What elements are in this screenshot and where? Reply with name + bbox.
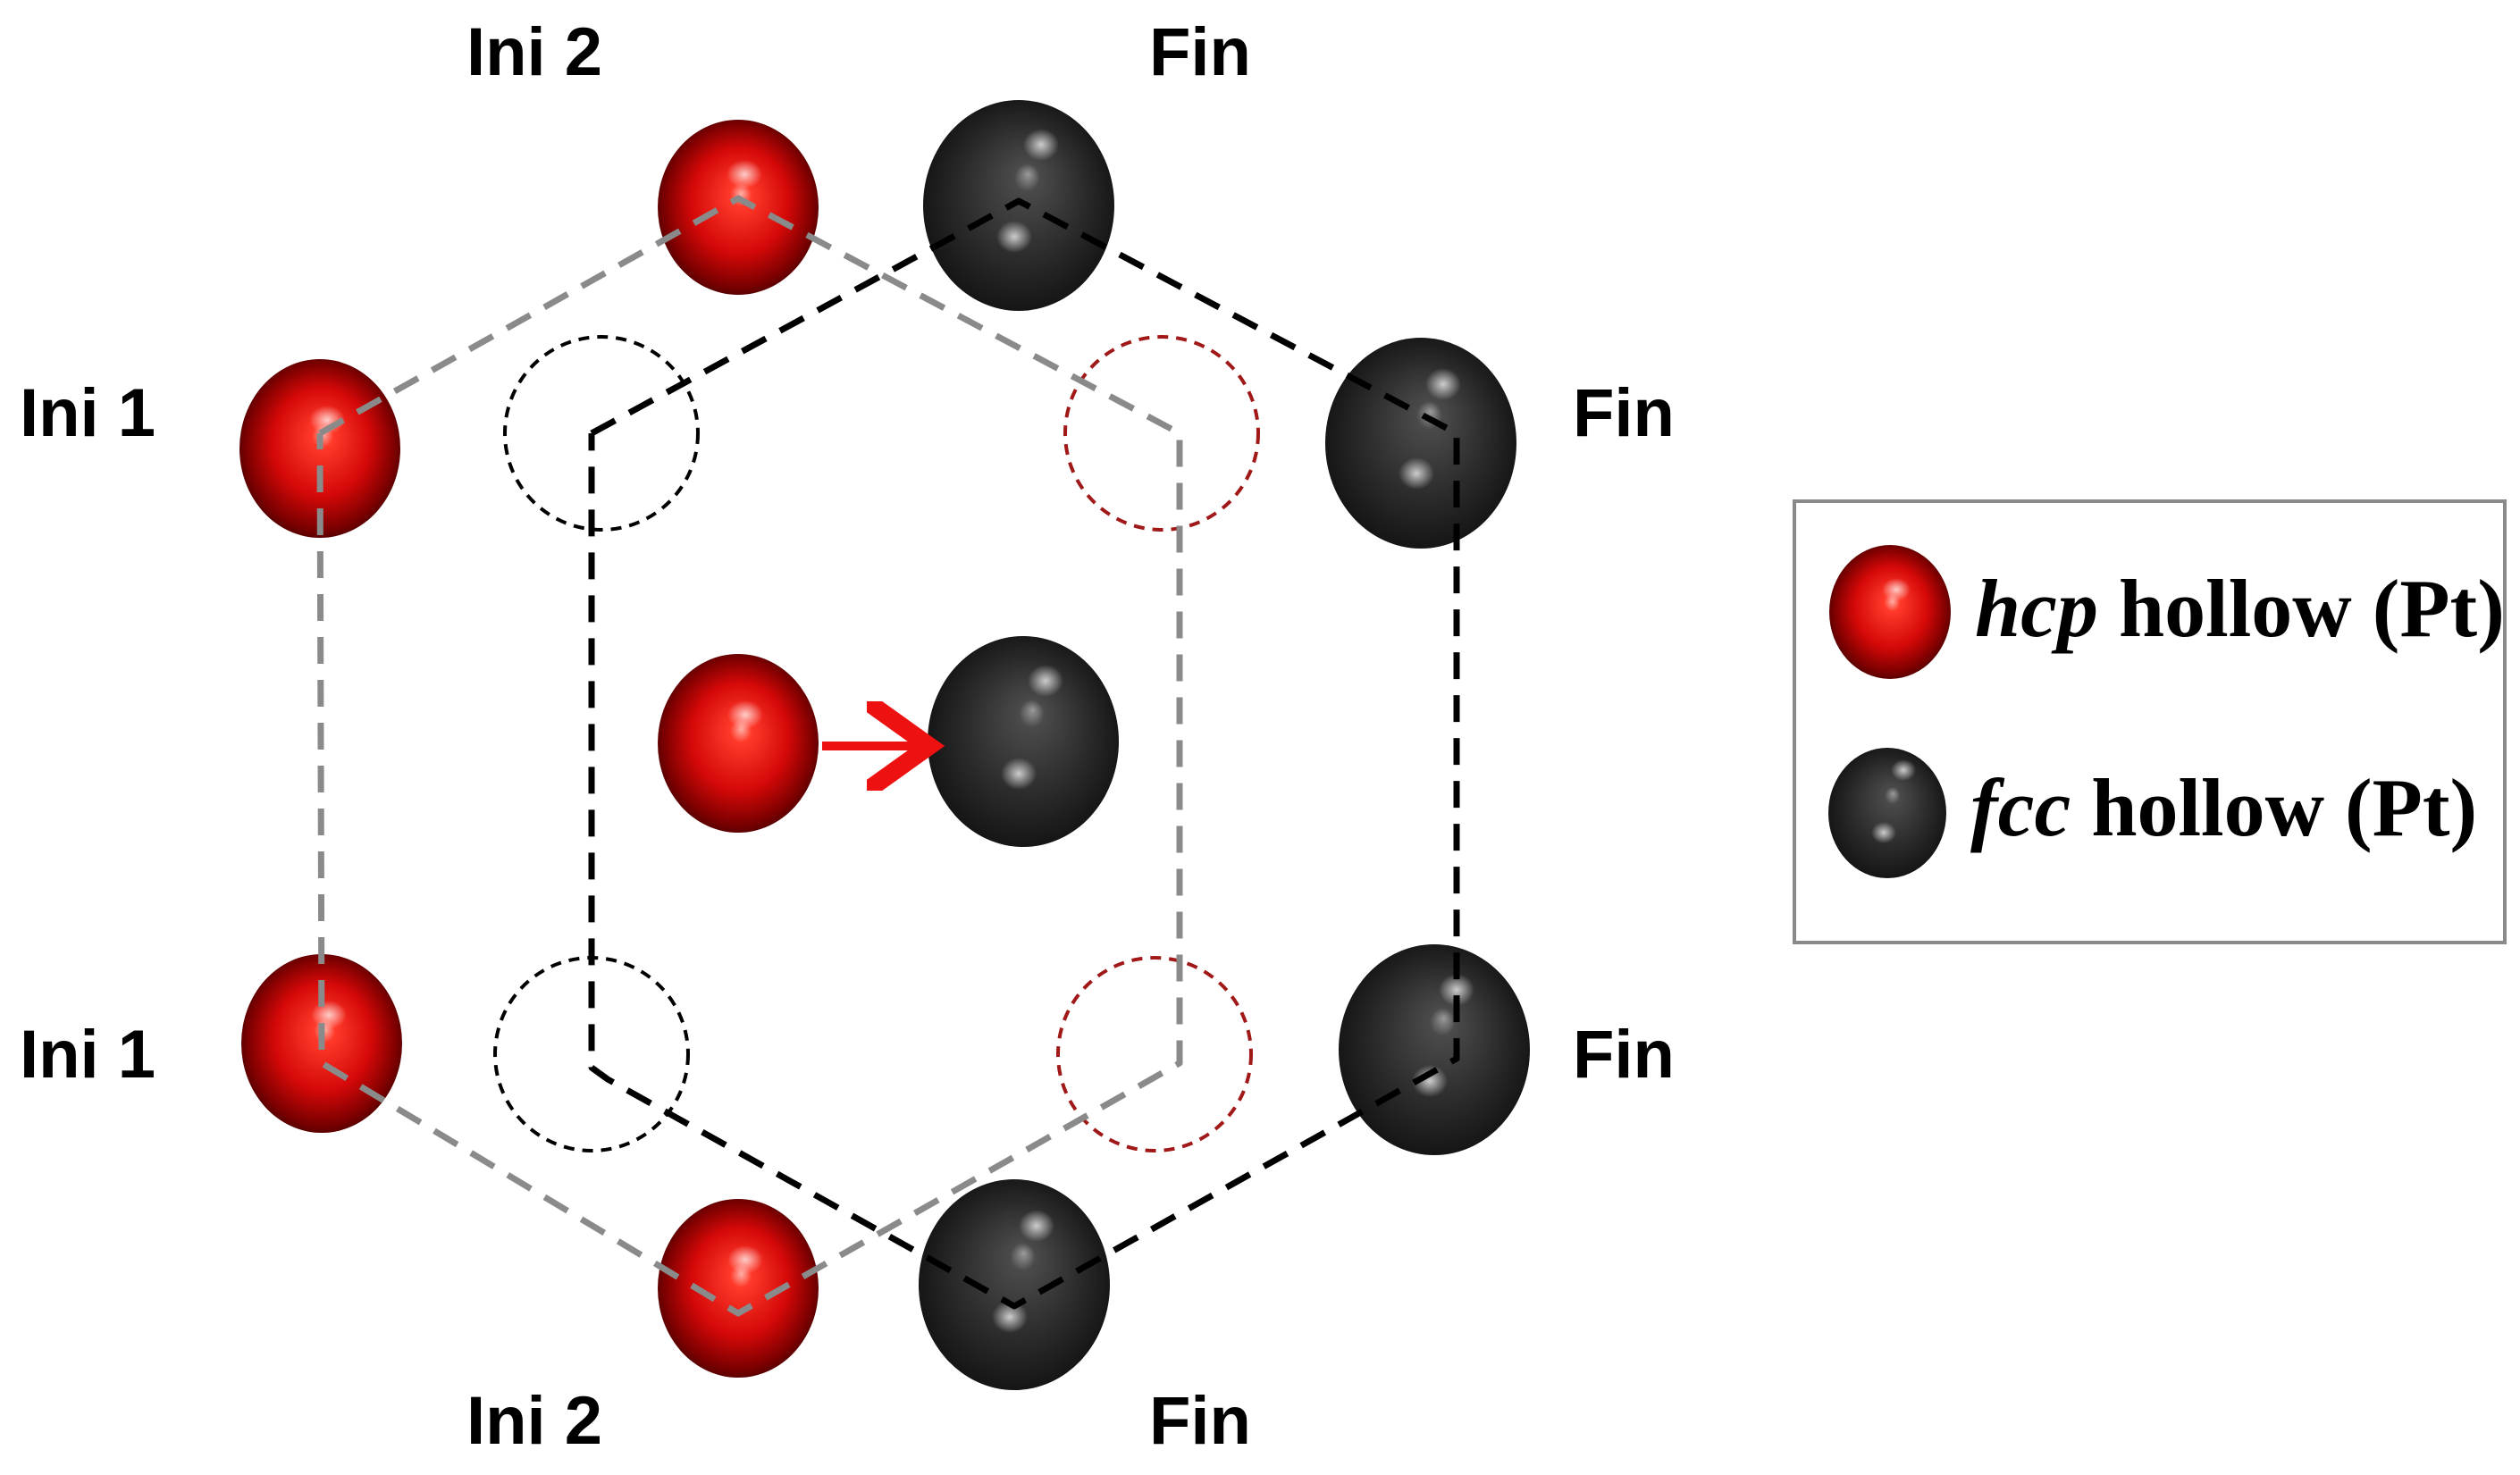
atom-hcp-bottom xyxy=(658,1199,819,1378)
legend-fcc-site: fcc xyxy=(1970,762,2071,853)
atom-fcc-upper-right xyxy=(1325,338,1516,549)
empty-fcc-site-upper xyxy=(503,335,700,532)
label-fin-bottom: Fin xyxy=(1149,1383,1251,1459)
label-ini1-upper: Ini 1 xyxy=(20,375,155,451)
label-fin-right-upper: Fin xyxy=(1573,375,1675,451)
atom-fcc-lower-right xyxy=(1339,944,1530,1155)
empty-hcp-site-lower xyxy=(1056,956,1253,1152)
label-fin-right-lower: Fin xyxy=(1573,1017,1675,1093)
label-ini1-lower: Ini 1 xyxy=(20,1017,155,1093)
atom-fcc-top xyxy=(923,100,1114,311)
atom-fcc-bottom xyxy=(919,1179,1110,1390)
legend-fcc-marker xyxy=(1828,748,1946,878)
legend-hcp-label: hcp hollow (Pt) xyxy=(1975,563,2505,654)
label-ini2-bottom: Ini 2 xyxy=(466,1383,602,1459)
legend-fcc-rest: hollow (Pt) xyxy=(2071,762,2477,853)
empty-hcp-site-upper xyxy=(1063,335,1260,532)
hcp-path-hexagon xyxy=(316,195,1183,1317)
legend-hcp-rest: hollow (Pt) xyxy=(2098,563,2505,654)
legend-hcp-marker xyxy=(1829,545,1951,679)
label-fin-top: Fin xyxy=(1149,14,1251,90)
atom-hcp-center xyxy=(658,654,819,833)
fcc-path-hexagon xyxy=(588,197,1460,1310)
label-ini2-top: Ini 2 xyxy=(466,14,602,90)
legend: hcp hollow (Pt) fcc hollow (Pt) xyxy=(1793,499,2507,944)
atom-hcp-top xyxy=(658,120,819,295)
legend-fcc-label: fcc hollow (Pt) xyxy=(1970,762,2477,853)
atom-fcc-center xyxy=(928,636,1119,847)
legend-hcp-site: hcp xyxy=(1975,563,2098,654)
